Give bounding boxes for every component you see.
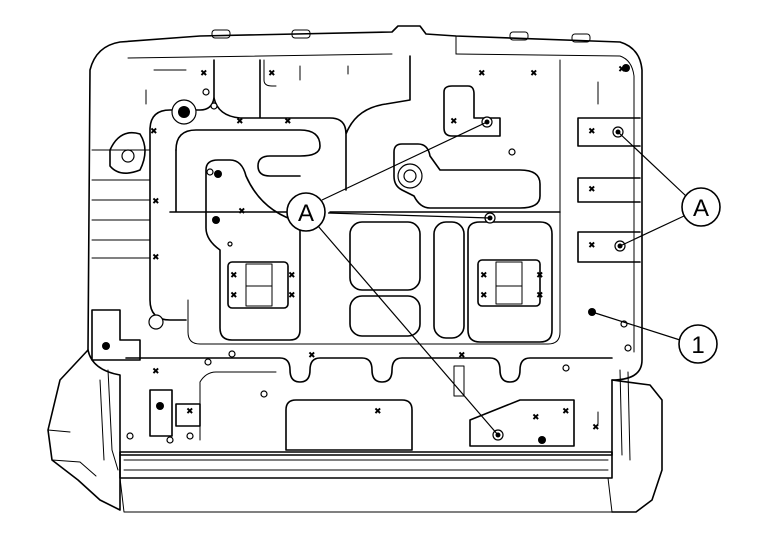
- svg-text:✖: ✖: [238, 207, 246, 217]
- right-lock-mechanism: [477, 259, 541, 307]
- left-lock-inner: [245, 263, 273, 307]
- callout-a-right: A: [681, 187, 721, 227]
- svg-text:✖: ✖: [532, 413, 540, 423]
- svg-text:✖: ✖: [152, 367, 160, 377]
- svg-text:✖: ✖: [536, 271, 544, 281]
- left-rear-bracket: [91, 309, 141, 361]
- center-cross-member: [169, 149, 561, 213]
- callout-a-right-label: A: [693, 195, 709, 222]
- svg-text:✖: ✖: [588, 185, 596, 195]
- left-rear-hole: [148, 314, 164, 330]
- svg-text:✖: ✖: [592, 423, 600, 433]
- seat-outline: [87, 25, 643, 456]
- center-latch-bracket: [393, 143, 541, 209]
- center-channel-upper: [213, 55, 411, 191]
- small-holes: [126, 88, 632, 444]
- callout-1-label: 1: [691, 332, 704, 359]
- right-side-bracket-inner: [619, 369, 631, 461]
- center-slot: [453, 365, 465, 397]
- right-rail-bracket: [467, 221, 553, 343]
- svg-text:✖: ✖: [480, 271, 488, 281]
- left-rib-panel: [91, 149, 151, 259]
- svg-text:✖: ✖: [374, 407, 382, 417]
- left-mount-nut: [121, 149, 135, 163]
- center-cutout-lower: [349, 295, 421, 337]
- svg-text:✖: ✖: [480, 291, 488, 301]
- left-pivot-nut: [178, 106, 190, 118]
- left-side-bracket: [47, 349, 121, 511]
- svg-text:✖: ✖: [536, 291, 544, 301]
- left-mount-boss: [109, 131, 146, 174]
- front-rail-lines: [123, 459, 609, 471]
- left-rail-bracket: [205, 159, 301, 341]
- rear-cross-member-lower: [199, 371, 277, 441]
- left-foot-lines: [47, 429, 97, 477]
- svg-text:✖: ✖: [230, 291, 238, 301]
- svg-text:✖: ✖: [236, 117, 244, 127]
- central-pan-edge: [187, 59, 561, 345]
- rear-cross-member: [125, 357, 613, 383]
- svg-text:✖: ✖: [268, 69, 276, 79]
- left-lock-mechanism: [227, 261, 289, 309]
- front-rail: [119, 451, 613, 479]
- svg-text:✖: ✖: [458, 351, 466, 361]
- fastener-marks: ✖ ✖ ✖ ✖ ✖ ✖ ✖ ✖ ✖ ✖ ✖ ✖ ✖ ✖ ✖ ✖ ✖ ✖ ✖ ✖ ✖ ✖ ✖ ✖ ✖ ✖ ✖ ✖ ✖ ✖ ✖: [150, 65, 626, 433]
- right-lock-inner: [495, 261, 523, 305]
- svg-text:✖: ✖: [186, 407, 194, 417]
- center-channel-arc: [175, 129, 321, 177]
- left-channel: [149, 59, 215, 321]
- center-cutout-upper: [349, 221, 421, 291]
- svg-text:✖: ✖: [230, 271, 238, 281]
- center-cutout-right: [433, 221, 465, 339]
- top-clips: [145, 29, 599, 425]
- svg-text:✖: ✖: [150, 127, 158, 137]
- leader-lines: [317, 121, 687, 436]
- right-pad-upper: [577, 117, 641, 203]
- center-top-bracket: [443, 85, 501, 137]
- dark-bolts: [102, 64, 630, 444]
- svg-text:✖: ✖: [288, 291, 296, 301]
- svg-text:✖: ✖: [284, 117, 292, 127]
- lower-left-tab: [175, 403, 201, 427]
- front-cushion-edge: [119, 477, 613, 513]
- svg-text:✖: ✖: [530, 69, 538, 79]
- svg-text:✖: ✖: [588, 241, 596, 251]
- svg-text:✖: ✖: [200, 69, 208, 79]
- svg-text:✖: ✖: [288, 271, 296, 281]
- callout-a-left: A: [286, 192, 326, 232]
- svg-text:✖: ✖: [588, 127, 596, 137]
- lower-center-plate: [285, 399, 413, 451]
- callout-a-left-label: A: [298, 200, 314, 227]
- right-pad-lower: [577, 231, 641, 263]
- svg-text:✖: ✖: [618, 65, 626, 75]
- callout-1: 1: [678, 324, 718, 364]
- left-side-bracket-inner: [99, 369, 119, 471]
- svg-text:✖: ✖: [308, 351, 316, 361]
- lower-right-plate: [469, 399, 575, 447]
- svg-text:✖: ✖: [152, 253, 160, 263]
- lower-left-bracket: [149, 389, 173, 437]
- svg-text:✖: ✖: [562, 407, 570, 417]
- svg-text:✖: ✖: [478, 69, 486, 79]
- svg-text:✖: ✖: [152, 197, 160, 207]
- seat-inner-outline: [127, 53, 635, 353]
- right-side-bracket: [611, 379, 663, 513]
- svg-text:✖: ✖: [450, 117, 458, 127]
